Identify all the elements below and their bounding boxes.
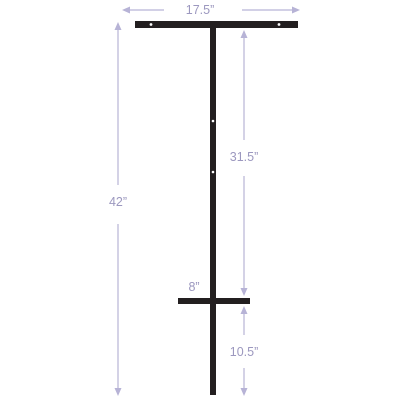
- lower-section-arrow-top: [240, 306, 248, 314]
- lower-section-dimension: 10.5”: [230, 306, 259, 396]
- top-width-dimension: 17.5”: [122, 3, 300, 17]
- upper-section-arrow-top: [240, 30, 248, 38]
- post-hole-lower: [211, 170, 215, 174]
- top-crossbar: [135, 21, 298, 28]
- crossbar-width-label: 8”: [188, 280, 199, 294]
- vertical-post: [210, 28, 216, 395]
- post-hole-upper: [211, 119, 215, 123]
- upper-section-dimension: 31.5”: [230, 30, 259, 296]
- lower-crossbar: [178, 298, 250, 304]
- lower-section-arrow-bottom: [240, 388, 248, 396]
- top-width-arrow-right: [292, 6, 300, 14]
- total-height-dimension: 42”: [109, 22, 127, 396]
- total-height-label: 42”: [109, 195, 127, 209]
- upper-section-arrow-bottom: [240, 288, 248, 296]
- mounting-hole-left: [149, 23, 153, 26]
- total-height-arrow-top: [114, 22, 122, 30]
- total-height-arrow-bottom: [114, 388, 122, 396]
- upper-section-label: 31.5”: [230, 150, 259, 164]
- top-width-arrow-left: [122, 6, 130, 14]
- lower-section-label: 10.5”: [230, 345, 259, 359]
- top-width-label: 17.5”: [186, 3, 215, 17]
- mounting-hole-right: [277, 23, 281, 26]
- stake-shape: [135, 21, 298, 395]
